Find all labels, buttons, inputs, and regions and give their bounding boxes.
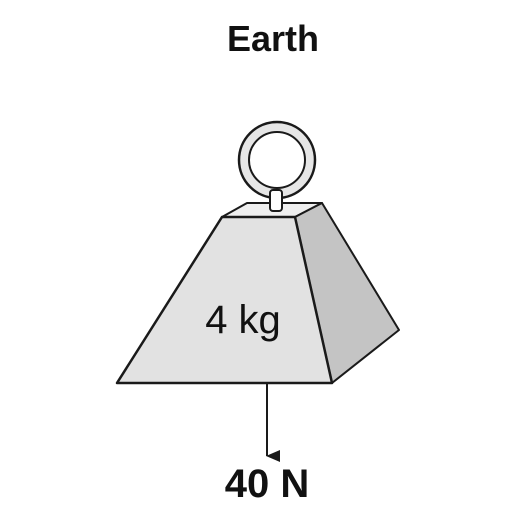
- ring-clasp: [269, 189, 283, 212]
- planet-title: Earth: [226, 18, 320, 59]
- force-label: 40 N: [224, 462, 310, 506]
- mass-label: 4 kg: [205, 298, 281, 342]
- weight-front-face: [115, 215, 334, 385]
- ring-handle-icon: [237, 120, 317, 200]
